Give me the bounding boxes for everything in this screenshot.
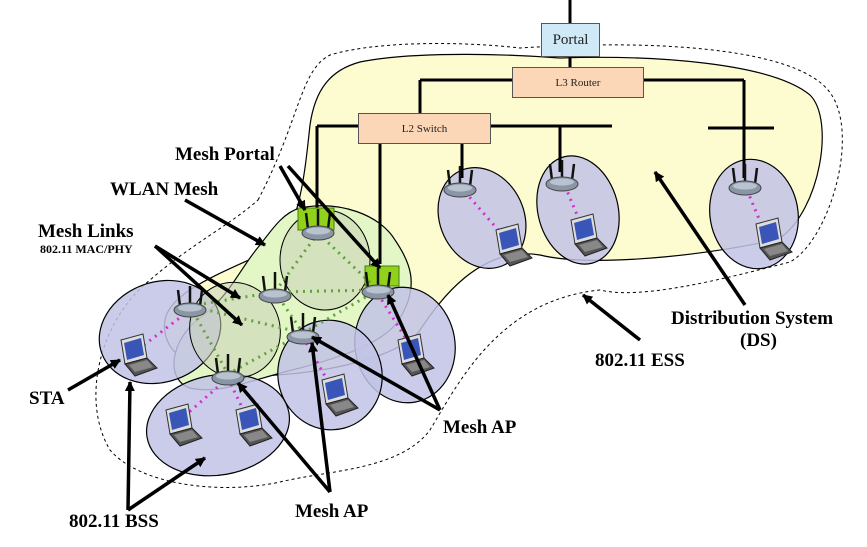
l2-switch-box: L2 Switch (358, 113, 491, 144)
mesh-portal-label: Mesh Portal (175, 144, 275, 165)
ds-label-line1: Distribution System (671, 308, 834, 329)
callout-arrows (67, 164, 747, 512)
wlan-mesh-label: WLAN Mesh (110, 179, 219, 200)
mesh-links-label: Mesh Links (38, 221, 134, 242)
ess-label: 802.11 ESS (595, 350, 685, 371)
mesh-links-sublabel: 802.11 MAC/PHY (40, 242, 133, 256)
ds-label-line2: (DS) (740, 330, 777, 351)
bss-label: 802.11 BSS (69, 511, 159, 532)
sta-label: STA (29, 388, 65, 409)
mesh-ap-label-bottom: Mesh AP (295, 501, 369, 522)
mesh-portal-marker (364, 265, 400, 287)
l3-router-box: L3 Router (512, 67, 644, 98)
portal-box: Portal (541, 23, 600, 57)
mesh-ap-label-right: Mesh AP (443, 417, 517, 438)
